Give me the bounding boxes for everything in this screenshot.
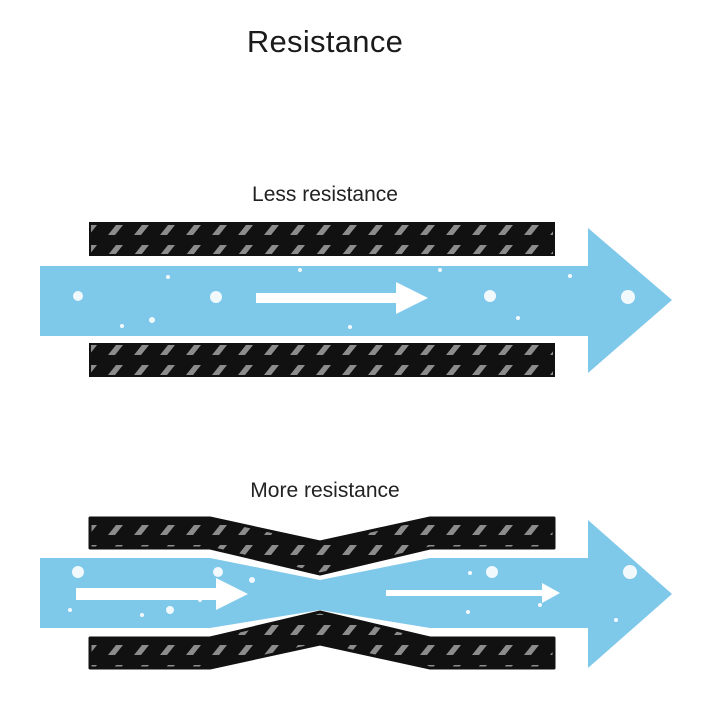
more-resistance-panel — [40, 516, 672, 670]
particles — [73, 268, 635, 329]
vessel-wall-bottom-constricted — [88, 610, 556, 670]
more-resistance-label: More resistance — [250, 479, 400, 502]
vessel-wall-top — [89, 222, 555, 256]
vessel-wall-bottom — [89, 343, 555, 377]
vessel-wall-top-constricted — [88, 516, 556, 576]
flow-direction-arrow — [256, 282, 428, 314]
flow-direction-arrow-slow — [386, 583, 560, 603]
less-resistance-panel — [40, 222, 672, 377]
less-resistance-label: Less resistance — [252, 183, 398, 206]
flow-direction-arrow-fast — [76, 578, 248, 610]
diagram-title: Resistance — [246, 24, 404, 59]
flow-arrow-constricted — [40, 520, 672, 668]
